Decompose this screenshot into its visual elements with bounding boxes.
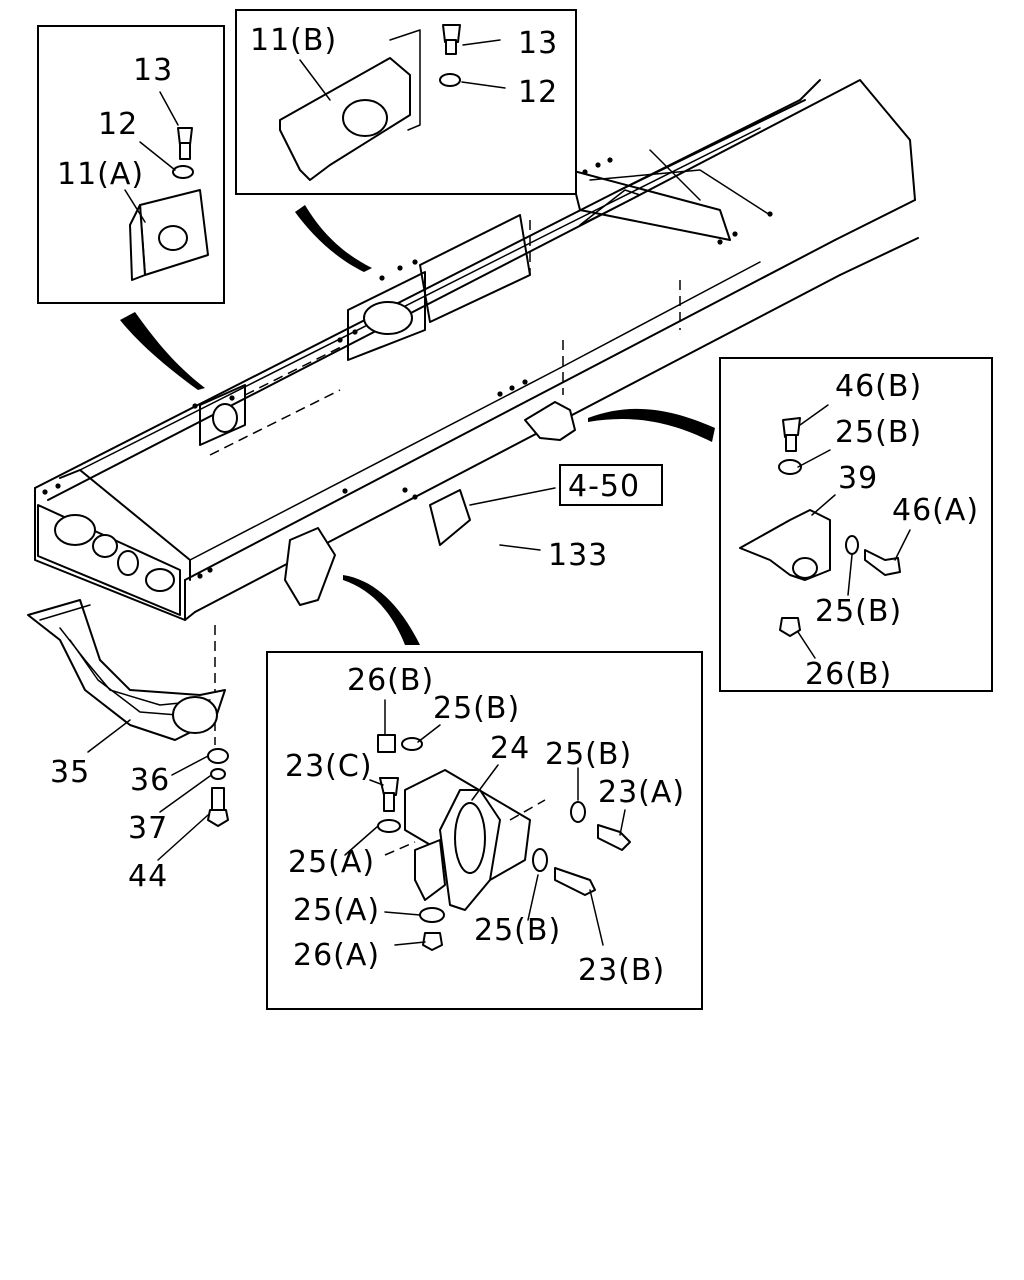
label-11a: 11(A): [57, 157, 144, 192]
inset-11a: [37, 25, 225, 304]
label-25b-mid-2: 25(B): [545, 737, 632, 772]
label-44: 44: [128, 859, 168, 894]
label-23a: 23(A): [598, 775, 685, 810]
label-25a-mid-1: 25(A): [288, 845, 375, 880]
label-46a: 46(A): [892, 493, 979, 528]
label-ref-4-50: 4-50: [568, 469, 640, 504]
label-36: 36: [130, 763, 170, 798]
frame-bolt-holes: [42, 157, 773, 579]
ref-box-4-50: [559, 464, 663, 506]
label-12-inset-b: 12: [518, 75, 558, 110]
label-12-inset-a: 12: [98, 107, 138, 142]
label-133: 133: [548, 538, 608, 573]
label-25b-mid-3: 25(B): [474, 913, 561, 948]
label-11b: 11(B): [250, 23, 337, 58]
label-25b-mid-1: 25(B): [433, 691, 520, 726]
callout-arrows: [120, 205, 715, 645]
label-25a-mid-2: 25(A): [293, 893, 380, 928]
leader-lines: [87, 39, 911, 946]
hardware-36-37-44: [207, 748, 229, 827]
label-26b-mid: 26(B): [347, 663, 434, 698]
chassis-frame: [34, 79, 919, 745]
label-39: 39: [838, 461, 878, 496]
label-35: 35: [50, 755, 90, 790]
inset-11b: [235, 9, 577, 195]
label-25b-right-1: 25(B): [835, 415, 922, 450]
part-labels: 13 12 11(A) 11(B) 13 12 46(B) 25(B) 39 4…: [50, 23, 979, 988]
inset-39: [719, 357, 993, 692]
label-23c: 23(C): [285, 749, 373, 784]
crossmember-35: [27, 599, 226, 741]
inset-24: [266, 651, 703, 1010]
label-23b: 23(B): [578, 953, 665, 988]
label-24: 24: [490, 731, 530, 766]
label-25b-right-2: 25(B): [815, 594, 902, 629]
label-26a: 26(A): [293, 938, 380, 973]
label-26b-right: 26(B): [805, 657, 892, 692]
label-37: 37: [128, 811, 168, 846]
label-46b: 46(B): [835, 369, 922, 404]
label-13-inset-b: 13: [518, 26, 558, 61]
label-13-inset-a: 13: [133, 53, 173, 88]
